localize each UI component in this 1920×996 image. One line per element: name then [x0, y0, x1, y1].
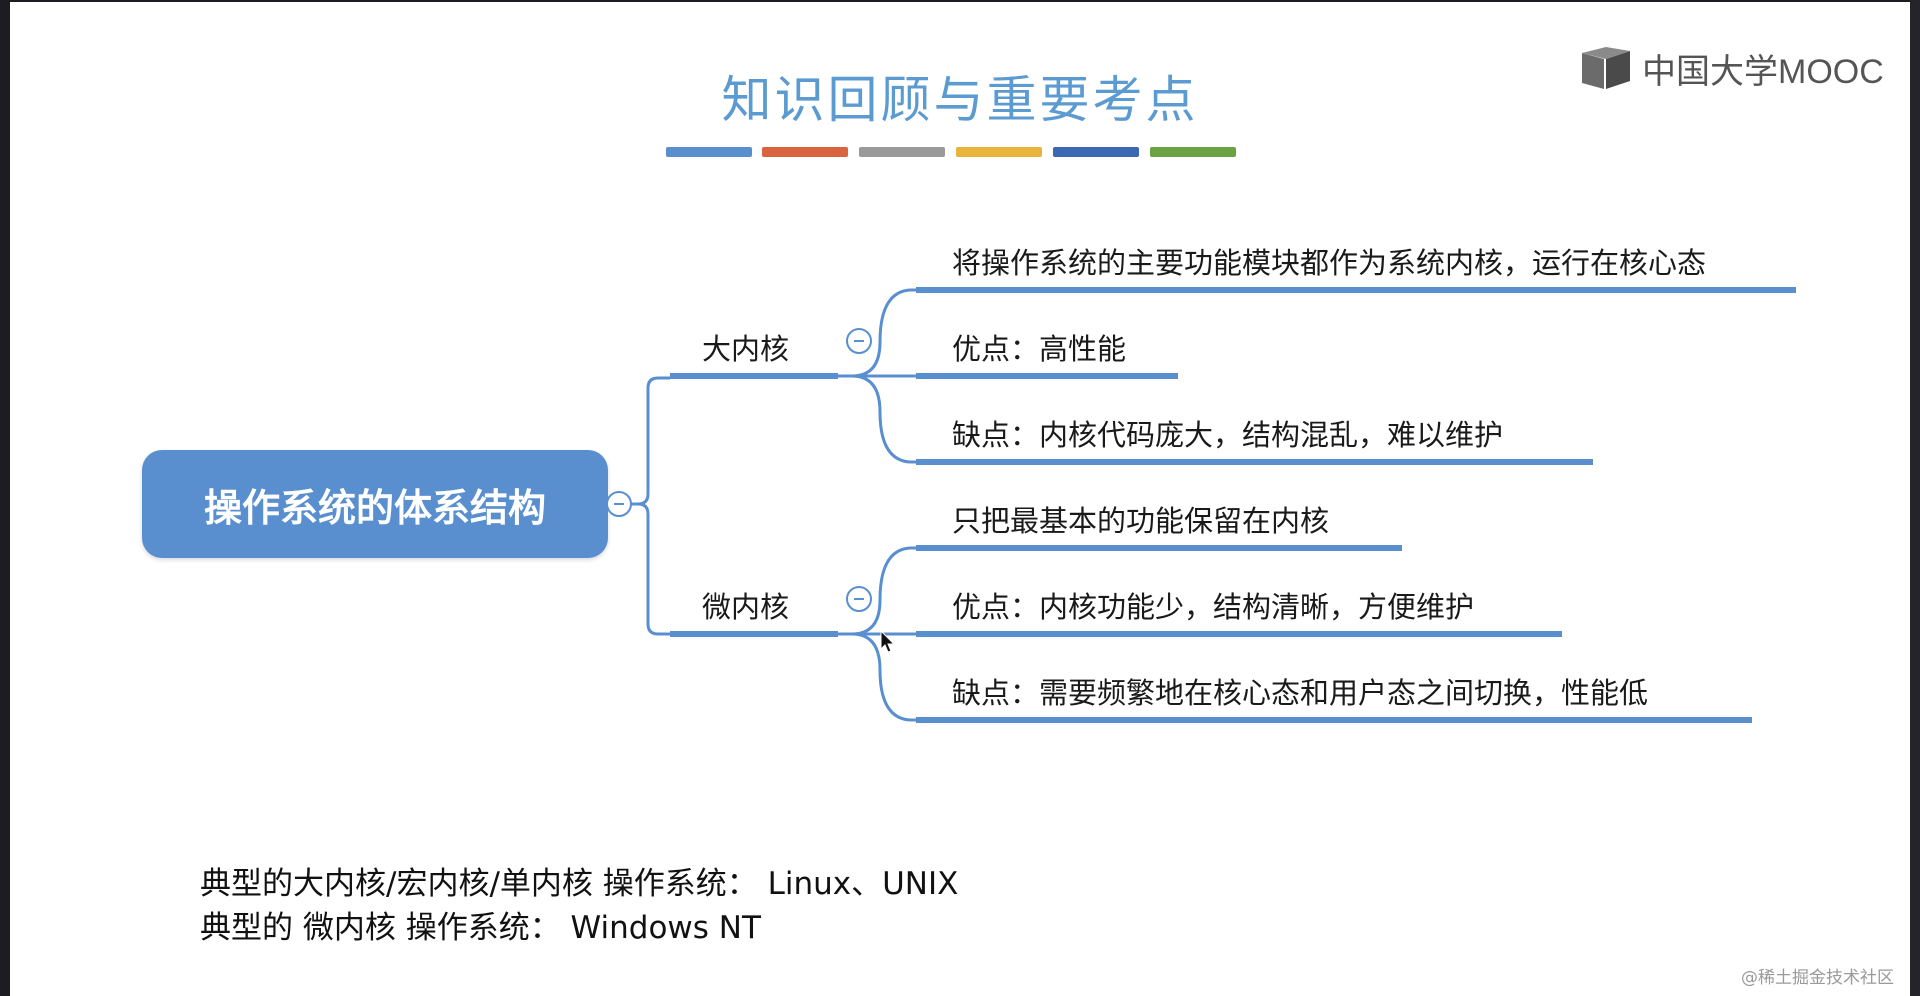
big-kernel-item-3[interactable]: 缺点：内核代码庞大，结构混乱，难以维护: [952, 418, 1504, 452]
color-bar-2: [762, 147, 848, 157]
connector-big-kernel-item-3: [851, 374, 916, 464]
watermark: @稀土掘金技术社区: [1741, 968, 1894, 988]
connector-micro-kernel-item-3: [851, 632, 916, 722]
note-big-kernel-examples: 典型的大内核/宏内核/单内核 操作系统： Linux、UNIX: [200, 866, 959, 902]
mouse-cursor-icon: [880, 630, 896, 653]
branch-big-kernel-label[interactable]: 大内核: [702, 332, 790, 366]
big-kernel-collapse-button[interactable]: [846, 328, 872, 354]
mindmap-connectors: [628, 287, 1796, 723]
color-bar-6: [1150, 147, 1236, 157]
color-bar-1: [666, 147, 752, 157]
screen-right-edge: [1910, 0, 1920, 996]
note-micro-kernel-examples: 典型的 微内核 操作系统： Windows NT: [200, 910, 761, 946]
color-bar-4: [956, 147, 1042, 157]
micro-kernel-item-2[interactable]: 优点：内核功能少，结构清晰，方便维护: [952, 590, 1475, 624]
micro-kernel-item-3[interactable]: 缺点：需要频繁地在核心态和用户态之间切换，性能低: [952, 676, 1649, 710]
color-bar-5: [1053, 147, 1139, 157]
micro-kernel-collapse-button[interactable]: [846, 586, 872, 612]
big-kernel-item-2[interactable]: 优点：高性能: [952, 332, 1127, 366]
branch-micro-kernel-label[interactable]: 微内核: [702, 590, 790, 624]
logo-text: 中国大学MOOC: [1642, 53, 1884, 91]
color-bar-3: [859, 147, 945, 157]
connector-root-to-big-kernel: [628, 376, 670, 506]
root-collapse-button[interactable]: [606, 491, 632, 517]
mindmap-root-node[interactable]: 操作系统的体系结构: [142, 450, 608, 558]
big-kernel-item-1[interactable]: 将操作系统的主要功能模块都作为系统内核，运行在核心态: [952, 246, 1707, 280]
slide-title: 知识回顾与重要考点: [721, 71, 1199, 129]
connector-micro-kernel-item-1: [851, 546, 916, 636]
connector-big-kernel-item-1: [851, 288, 916, 378]
connector-root-to-micro-kernel: [628, 502, 670, 636]
mooc-logo: 中国大学MOOC: [1580, 44, 1884, 93]
mooc-book-icon: [1582, 46, 1630, 89]
slide: 知识回顾与重要考点 中国大学MOOC 操作系统的: [10, 2, 1910, 996]
micro-kernel-item-1[interactable]: 只把最基本的功能保留在内核: [952, 504, 1330, 538]
